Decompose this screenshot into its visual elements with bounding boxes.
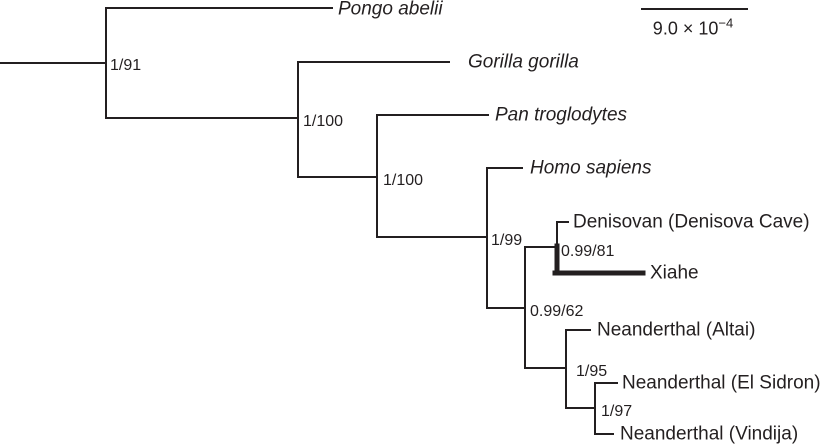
tip-label-xiahe: Xiahe bbox=[650, 262, 699, 284]
tip-label-neanderthal-altai: Neanderthal (Altai) bbox=[597, 319, 756, 341]
support-denisovan-neanderthal-split: 0.99/62 bbox=[530, 303, 584, 320]
support-orangutan-split: 1/91 bbox=[110, 57, 142, 74]
scale-bar-exponent: −4 bbox=[718, 15, 734, 31]
support-denisovan-xiahe-clade: 0.99/81 bbox=[561, 243, 615, 260]
support-chimp-split: 1/100 bbox=[383, 172, 424, 189]
tip-label-neanderthal-el-sidron: Neanderthal (El Sidron) bbox=[622, 372, 821, 394]
scale-bar-coefficient: 9.0 × 10 bbox=[652, 18, 719, 39]
tip-label-homo-sapiens: Homo sapiens bbox=[530, 157, 652, 179]
support-elsidron-vindija-split: 1/97 bbox=[601, 403, 633, 420]
scale-bar-label: 9.0 × 10−4 bbox=[653, 17, 733, 38]
support-altai-split: 1/95 bbox=[576, 363, 608, 380]
support-human-archaic-split: 1/99 bbox=[491, 232, 523, 249]
tip-label-neanderthal-vindija: Neanderthal (Vindija) bbox=[620, 423, 799, 445]
tip-label-gorilla-gorilla: Gorilla gorilla bbox=[468, 51, 579, 73]
tip-label-pan-troglodytes: Pan troglodytes bbox=[495, 104, 628, 126]
support-gorilla-split: 1/100 bbox=[303, 113, 344, 130]
tip-label-pongo-abelii: Pongo abelii bbox=[338, 0, 443, 20]
tip-label-denisovan: Denisovan (Denisova Cave) bbox=[573, 211, 810, 233]
